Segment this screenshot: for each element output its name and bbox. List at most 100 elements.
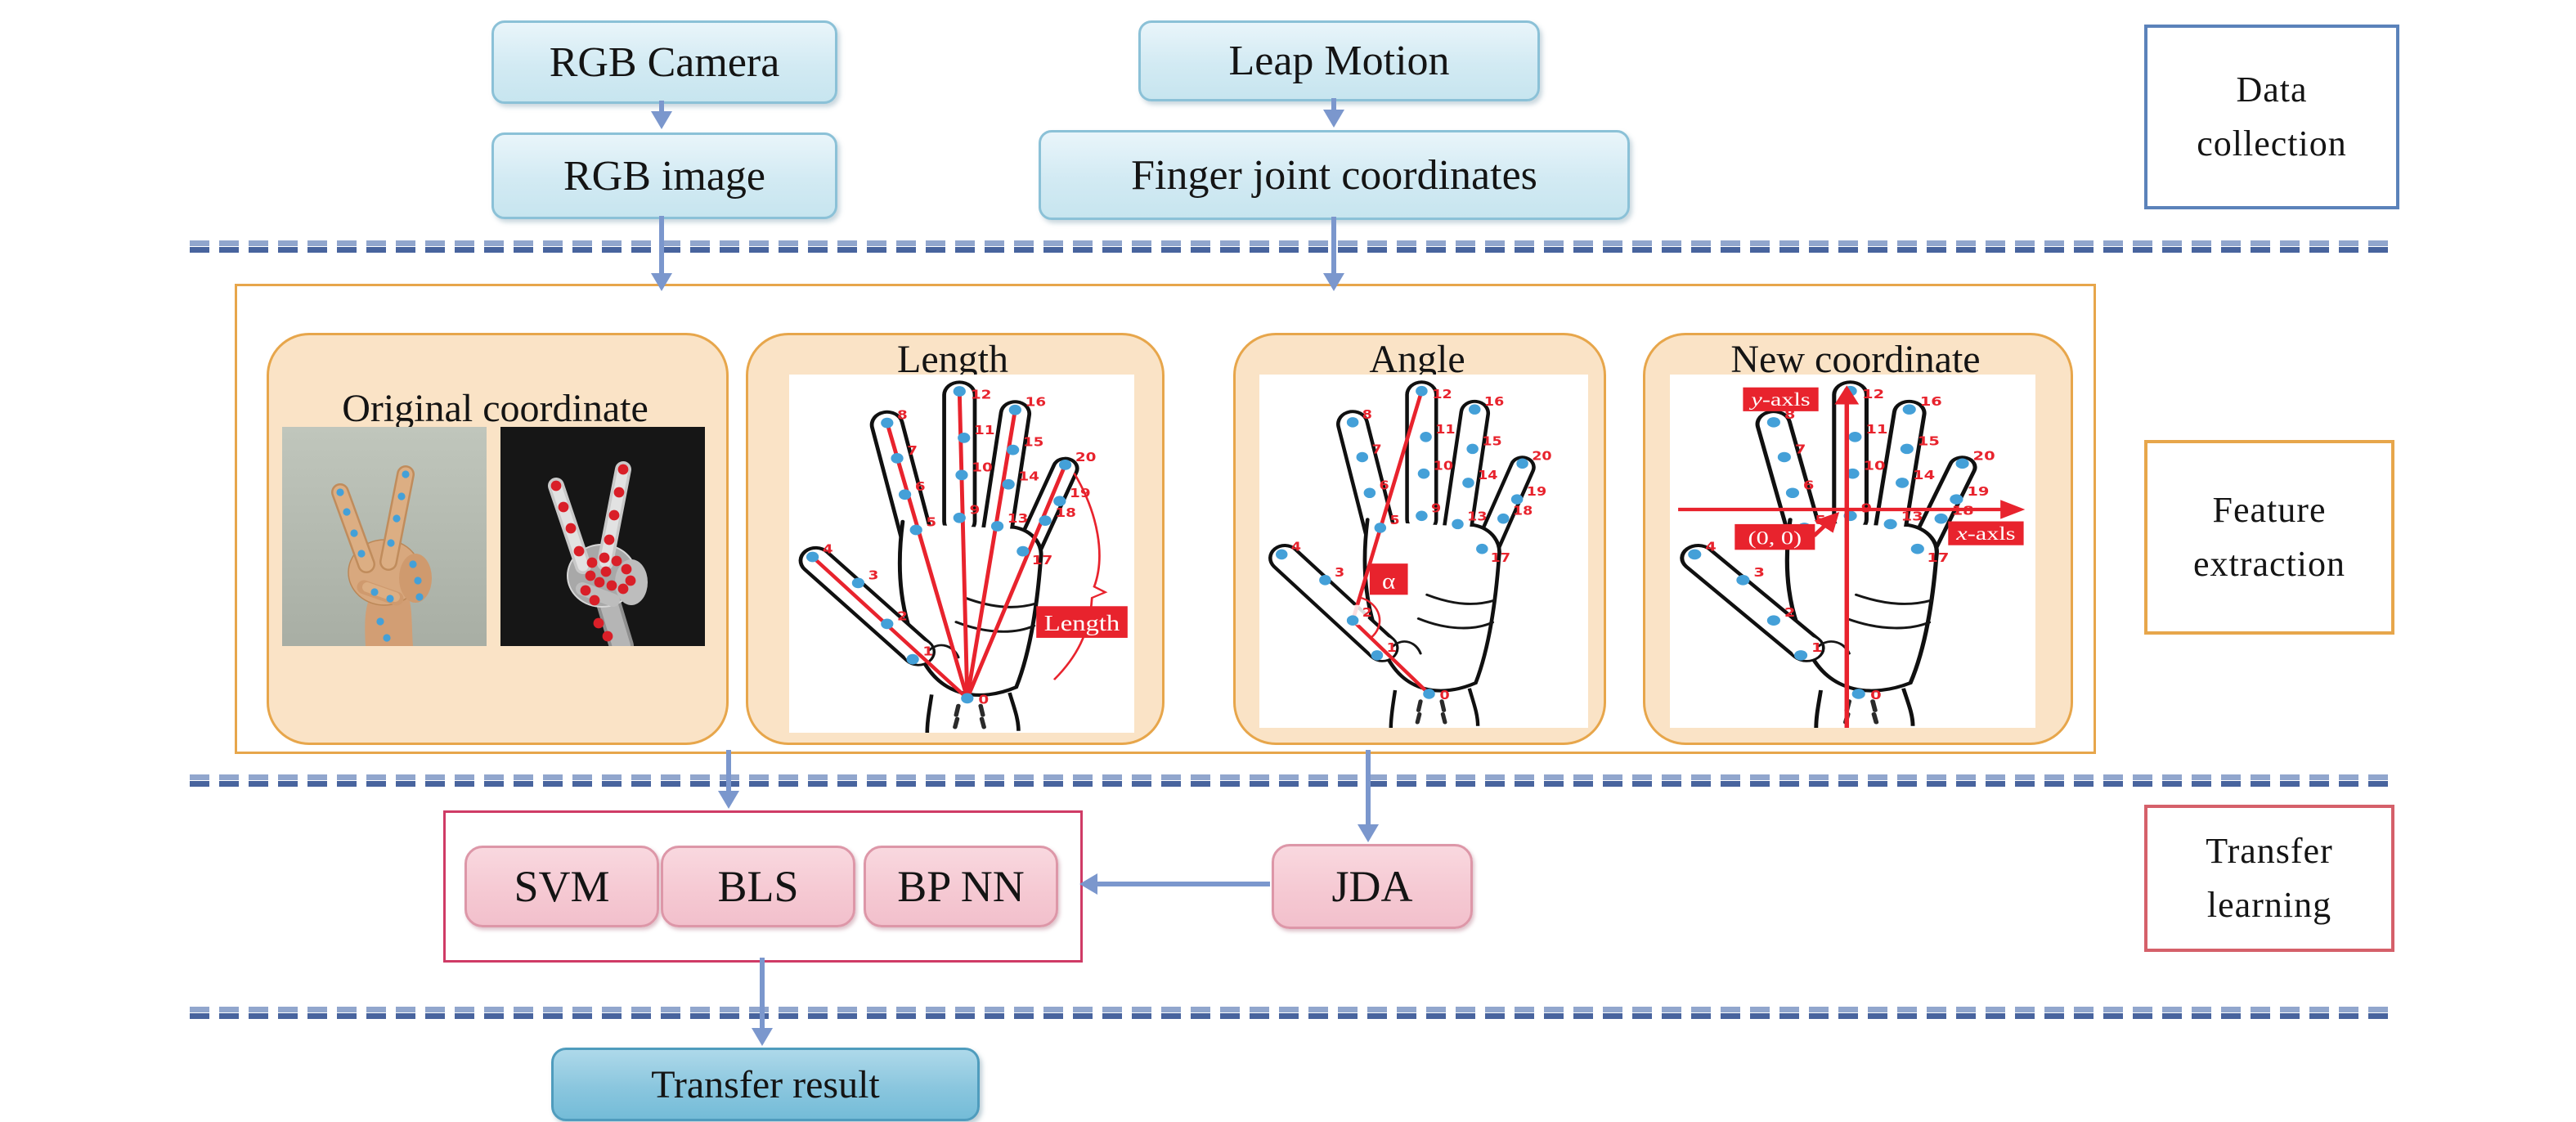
svg-text:14: 14: [1478, 468, 1497, 482]
svg-text:Length: Length: [1044, 610, 1120, 635]
svg-text:8: 8: [1784, 408, 1796, 422]
svg-text:5: 5: [926, 514, 936, 529]
svg-text:14: 14: [1913, 469, 1935, 482]
svg-text:13: 13: [1008, 510, 1029, 525]
panel-title-angle: Angle: [1369, 338, 1465, 381]
arrow-features-to-jda: [1358, 750, 1379, 842]
svg-text:19: 19: [1070, 486, 1091, 500]
svg-text:16: 16: [1920, 395, 1942, 409]
svg-text:15: 15: [1482, 434, 1501, 449]
node-bpnn: BP NN: [864, 846, 1058, 927]
svg-text:17: 17: [1927, 551, 1949, 565]
node-leap-motion: Leap Motion: [1138, 20, 1540, 101]
svg-text:6: 6: [1380, 478, 1389, 492]
photo-rgb-hand-with-keypoints: [282, 427, 487, 646]
stage-label-data-collection: Data collection: [2144, 25, 2399, 209]
svg-text:16: 16: [1025, 394, 1047, 409]
svg-text:3: 3: [1335, 565, 1344, 580]
node-svm: SVM: [464, 846, 659, 927]
svg-text:17: 17: [1491, 550, 1510, 565]
svg-text:7: 7: [1795, 442, 1806, 456]
svg-text:20: 20: [1532, 448, 1551, 463]
svg-text:3: 3: [1753, 566, 1765, 580]
photo-skeleton-hand-with-keypoints: [500, 427, 705, 646]
svg-text:18: 18: [1952, 505, 1974, 518]
svg-text:13: 13: [1901, 509, 1923, 523]
svg-text:11: 11: [974, 422, 995, 437]
stage-label-line: Data: [2236, 70, 2308, 110]
photo-rgb-hand-svg: [282, 427, 487, 646]
svg-text:2: 2: [1362, 605, 1372, 620]
stage-label-transfer-learning: Transfer learning: [2144, 805, 2394, 952]
stage-label-line: extraction: [2193, 544, 2345, 584]
arrow-rgbcamera-to-rgbimage: [651, 101, 672, 129]
svg-text:12: 12: [1432, 387, 1452, 402]
svg-text:8: 8: [1362, 407, 1372, 422]
node-finger-joint-coordinates: Finger joint coordinates: [1039, 130, 1630, 220]
svg-text:2: 2: [897, 608, 908, 623]
svg-text:0: 0: [978, 692, 989, 707]
svg-text:4: 4: [1705, 540, 1717, 554]
svg-text:y-axls: y-axls: [1748, 388, 1811, 410]
svg-text:12: 12: [1862, 388, 1884, 402]
svg-text:8: 8: [897, 407, 908, 422]
stage-label-line: Transfer: [2206, 831, 2333, 871]
svg-text:10: 10: [972, 460, 993, 474]
svg-text:7: 7: [1371, 442, 1381, 457]
svg-text:13: 13: [1467, 509, 1487, 524]
svg-text:18: 18: [1055, 505, 1076, 520]
svg-text:14: 14: [1018, 469, 1039, 483]
node-bls: BLS: [661, 846, 855, 927]
svg-text:(0, 0): (0, 0): [1748, 527, 1802, 549]
node-jda: JDA: [1272, 844, 1473, 929]
svg-text:11: 11: [1435, 422, 1455, 437]
arrow-leapmotion-to-fingerjoint: [1323, 98, 1344, 128]
arrow-features-to-classifiers: [718, 750, 739, 809]
svg-text:2: 2: [1784, 606, 1796, 620]
svg-text:20: 20: [1973, 449, 1995, 463]
panel-title-new-coordinate: New coordinate: [1730, 338, 1981, 381]
svg-text:3: 3: [868, 568, 879, 582]
arrow-fingerjoint-to-features: [1323, 217, 1344, 291]
stage-label-line: Feature: [2212, 490, 2327, 530]
node-rgb-image: RGB image: [491, 132, 837, 219]
section-divider-3: [190, 1007, 2391, 1019]
hand-new-svg: 01234567891011121314151617181920y-axlsx-…: [1678, 380, 2026, 728]
svg-text:6: 6: [915, 479, 926, 494]
svg-text:0: 0: [1870, 689, 1882, 702]
svg-text:1: 1: [1387, 640, 1397, 655]
section-divider-2: [190, 774, 2391, 787]
svg-text:9: 9: [1431, 500, 1441, 515]
node-transfer-result: Transfer result: [551, 1048, 980, 1121]
svg-text:1: 1: [1811, 641, 1823, 655]
svg-text:0: 0: [1439, 688, 1449, 702]
svg-text:16: 16: [1484, 394, 1504, 409]
node-rgb-camera: RGB Camera: [491, 20, 837, 104]
svg-text:x-axls: x-axls: [1955, 523, 2015, 544]
svg-text:17: 17: [1032, 553, 1053, 568]
svg-text:4: 4: [823, 541, 833, 556]
hand-diagram-new-coordinate: 01234567891011121314151617181920y-axlsx-…: [1670, 375, 2035, 728]
stage-label-line: learning: [2206, 885, 2332, 925]
panel-title-length: Length: [897, 338, 1008, 381]
section-divider-1: [190, 240, 2391, 253]
svg-text:7: 7: [907, 442, 918, 457]
svg-text:6: 6: [1803, 478, 1815, 492]
svg-text:10: 10: [1434, 459, 1453, 473]
svg-text:15: 15: [1023, 434, 1044, 449]
svg-text:19: 19: [1527, 484, 1546, 499]
svg-text:1: 1: [922, 644, 933, 658]
svg-text:12: 12: [971, 387, 992, 402]
arrow-rgbimage-to-features: [651, 216, 672, 291]
stage-label-feature-extraction: Feature extraction: [2144, 440, 2394, 635]
photo-skeleton-hand-svg: [500, 427, 705, 646]
stage-label-line: collection: [2197, 123, 2347, 164]
svg-text:5: 5: [1390, 513, 1400, 527]
svg-text:α: α: [1382, 569, 1395, 594]
svg-text:15: 15: [1918, 434, 1940, 448]
